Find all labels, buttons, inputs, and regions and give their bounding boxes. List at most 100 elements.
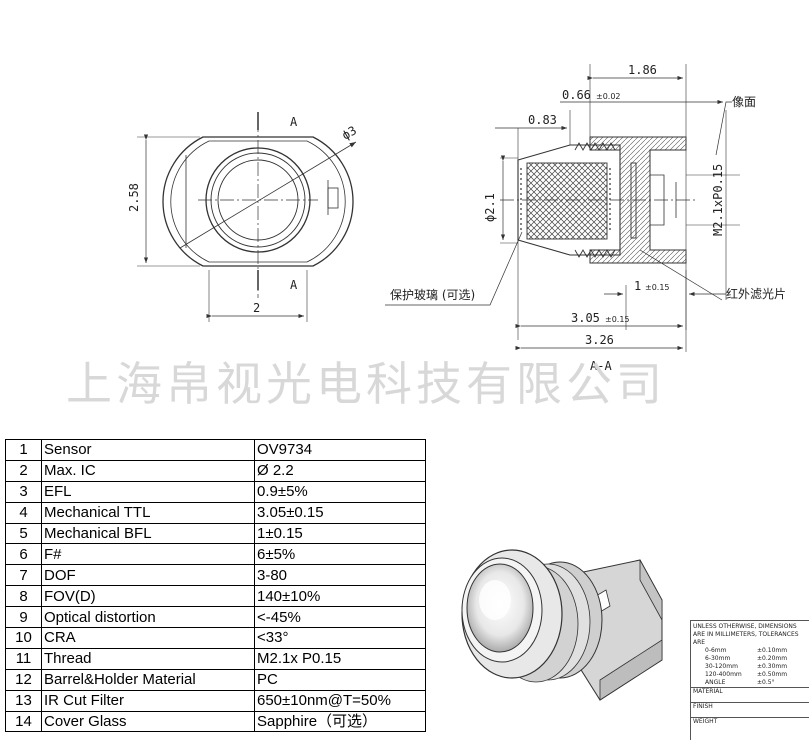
spec-param: Optical distortion: [41, 606, 255, 629]
spec-value: 0.9±5%: [254, 480, 426, 503]
front-height-dim: 2.58: [127, 183, 141, 212]
tolerance-value: ±0.10mm: [757, 647, 788, 654]
dim-ttl: 3.05: [571, 311, 600, 325]
spec-value: <33°: [254, 627, 426, 649]
dim-083: 0.83: [528, 113, 557, 127]
lens-3d-render: [461, 549, 663, 701]
tolerance-value: ±0.50mm: [757, 671, 788, 678]
spec-no: 13: [5, 689, 42, 712]
label-cover-glass: 保护玻璃 (可选): [390, 288, 475, 302]
finish-label: FINISH: [691, 702, 809, 717]
spec-no: 14: [5, 710, 42, 733]
spec-param: Mechanical TTL: [41, 501, 255, 524]
spec-param: F#: [41, 543, 255, 566]
front-view: [137, 112, 357, 322]
tolerance-row: 0-6mm ±0.10mm: [691, 647, 809, 655]
spec-no: 10: [5, 627, 42, 649]
spec-value: M2.1x P0.15: [254, 647, 426, 670]
spec-value: Ø 2.2: [254, 459, 426, 482]
spec-value: 650±10nm@T=50%: [254, 689, 426, 712]
dim-ttl-tol: ±0.15: [605, 315, 630, 324]
spec-param: EFL: [41, 480, 255, 503]
tolerance-row: 120-400mm ±0.50mm: [691, 671, 809, 679]
tolerance-header: UNLESS OTHERWISE, DIMENSIONS ARE IN MILL…: [693, 623, 799, 646]
dim-066: 0.66: [562, 88, 591, 102]
spec-param: IR Cut Filter: [41, 689, 255, 712]
spec-value: Sapphire（可选）: [254, 710, 426, 733]
tolerance-range: 0-6mm: [705, 647, 727, 654]
spec-no: 9: [5, 606, 42, 629]
spec-param: Thread: [41, 647, 255, 670]
spec-value: 1±0.15: [254, 522, 426, 545]
section-label-bottom: A: [290, 278, 298, 292]
material-label: MATERIAL: [691, 687, 809, 702]
label-image-plane: 像面: [732, 95, 756, 109]
tolerance-range: ANGLE: [705, 679, 726, 686]
spec-no: 5: [5, 522, 42, 545]
section-label-top: A: [290, 115, 298, 129]
spec-no: 1: [5, 439, 42, 461]
dim-066-tol: ±0.02: [596, 92, 621, 101]
spec-no: 11: [5, 647, 42, 670]
dim-total: 3.26: [585, 333, 614, 347]
watermark: 上海帛视光电科技有限公司: [66, 357, 666, 411]
spec-no: 6: [5, 543, 42, 566]
front-width-dim: 2: [253, 301, 260, 315]
dim-diameter-21: ϕ2.1: [483, 193, 497, 222]
spec-param: Cover Glass: [41, 710, 255, 733]
spec-no: 8: [5, 585, 42, 608]
weight-label: WEIGHT: [691, 717, 809, 732]
dim-bfl: 1: [634, 279, 641, 293]
dim-bfl-tol: ±0.15: [645, 283, 670, 292]
spec-param: Mechanical BFL: [41, 522, 255, 545]
spec-param: DOF: [41, 564, 255, 587]
tolerance-range: 30-120mm: [705, 663, 738, 670]
tolerance-value: ±0.20mm: [757, 655, 788, 662]
spec-no: 12: [5, 668, 42, 691]
tolerance-value: ±0.5°: [757, 679, 775, 686]
tolerance-value: ±0.30mm: [757, 663, 788, 670]
spec-value: <-45%: [254, 606, 426, 629]
spec-param: FOV(D): [41, 585, 255, 608]
spec-value: PC: [254, 668, 426, 691]
spec-no: 4: [5, 501, 42, 524]
spec-no: 7: [5, 564, 42, 587]
spec-param: Sensor: [41, 439, 255, 461]
front-diameter-dim: ϕ3: [340, 123, 360, 142]
tolerance-row: 30-120mm ±0.30mm: [691, 663, 809, 671]
spec-param: Barrel&Holder Material: [41, 668, 255, 691]
spec-value: OV9734: [254, 439, 426, 461]
section-view: [385, 64, 740, 352]
spec-no: 2: [5, 459, 42, 482]
spec-value: 140±10%: [254, 585, 426, 608]
spec-no: 3: [5, 480, 42, 503]
tolerance-range: 120-400mm: [705, 671, 742, 678]
tolerance-row: 6-30mm ±0.20mm: [691, 655, 809, 663]
tolerance-block: UNLESS OTHERWISE, DIMENSIONS ARE IN MILL…: [690, 620, 809, 740]
dim-overall-top: 1.86: [628, 63, 657, 77]
label-ir-filter: 红外滤光片: [726, 286, 786, 301]
spec-value: 6±5%: [254, 543, 426, 566]
spec-value: 3-80: [254, 564, 426, 587]
spec-param: Max. IC: [41, 459, 255, 482]
tolerance-range: 6-30mm: [705, 655, 731, 662]
section-name: A-A: [590, 359, 612, 373]
tolerance-row: ANGLE ±0.5°: [691, 679, 809, 687]
spec-value: 3.05±0.15: [254, 501, 426, 524]
spec-param: CRA: [41, 627, 255, 649]
dim-thread: M2.1xP0.15: [711, 164, 725, 236]
